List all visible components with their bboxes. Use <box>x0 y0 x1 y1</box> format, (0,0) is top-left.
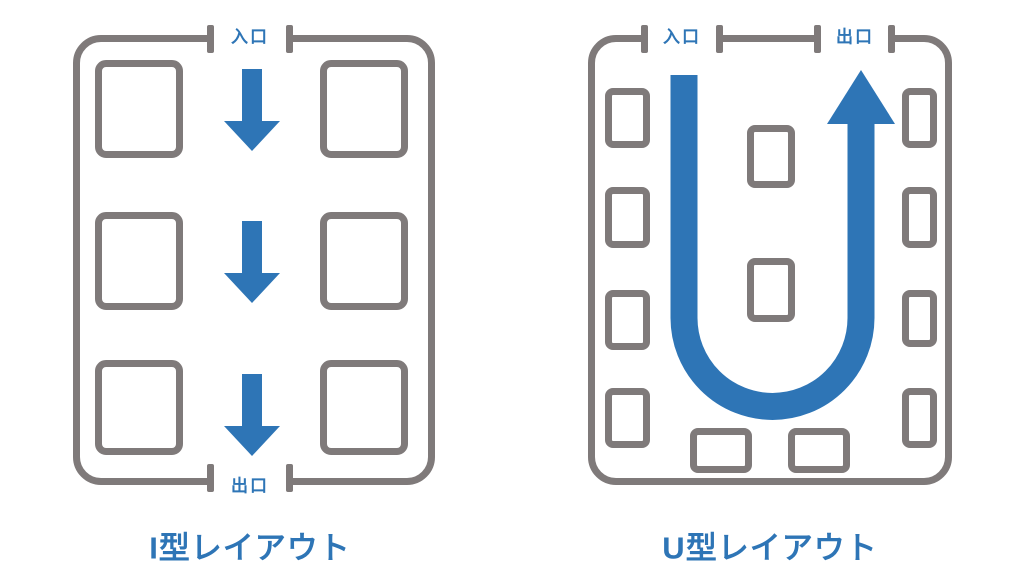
shelf-box <box>747 258 795 322</box>
shelf-box <box>902 290 937 347</box>
shelf-box <box>902 187 937 248</box>
u-layout-store-outline <box>588 35 952 485</box>
i-layout-entrance-label: 入口 <box>231 27 269 47</box>
wall-end-cap <box>716 25 723 53</box>
shelf-box <box>320 60 408 158</box>
i-layout-title: I型レイアウト <box>149 530 351 566</box>
wall-end-cap <box>207 464 214 492</box>
shelf-box <box>320 212 408 310</box>
down-arrow-icon <box>224 374 280 456</box>
wall-end-cap <box>286 25 293 53</box>
shelf-box <box>95 60 183 158</box>
shelf-box <box>95 212 183 310</box>
u-layout-title: U型レイアウト <box>662 530 878 566</box>
wall-end-cap <box>814 25 821 53</box>
shelf-box <box>320 360 408 455</box>
u-layout-entrance-label: 入口 <box>663 27 701 47</box>
shelf-box <box>902 388 937 448</box>
wall-end-cap <box>207 25 214 53</box>
u-layout-entrance-gap <box>646 30 719 48</box>
i-layout-exit-gap <box>211 472 289 490</box>
shelf-box <box>605 88 650 148</box>
shelf-box <box>95 360 183 455</box>
u-layout-exit-gap <box>819 30 891 48</box>
wall-end-cap <box>641 25 648 53</box>
shelf-box <box>690 428 752 473</box>
u-flow-arrow-icon <box>670 70 895 420</box>
shelf-box <box>605 388 650 448</box>
shelf-box <box>902 88 937 148</box>
i-layout-entrance-gap <box>211 30 289 48</box>
shelf-box <box>605 290 650 350</box>
wall-end-cap <box>286 464 293 492</box>
down-arrow-icon <box>224 221 280 303</box>
shelf-box <box>788 428 850 473</box>
u-layout-exit-label: 出口 <box>836 27 874 47</box>
shelf-box <box>747 125 795 188</box>
i-layout-exit-label: 出口 <box>231 476 269 496</box>
shelf-box <box>605 187 650 248</box>
wall-end-cap <box>888 25 895 53</box>
down-arrow-icon <box>224 69 280 151</box>
